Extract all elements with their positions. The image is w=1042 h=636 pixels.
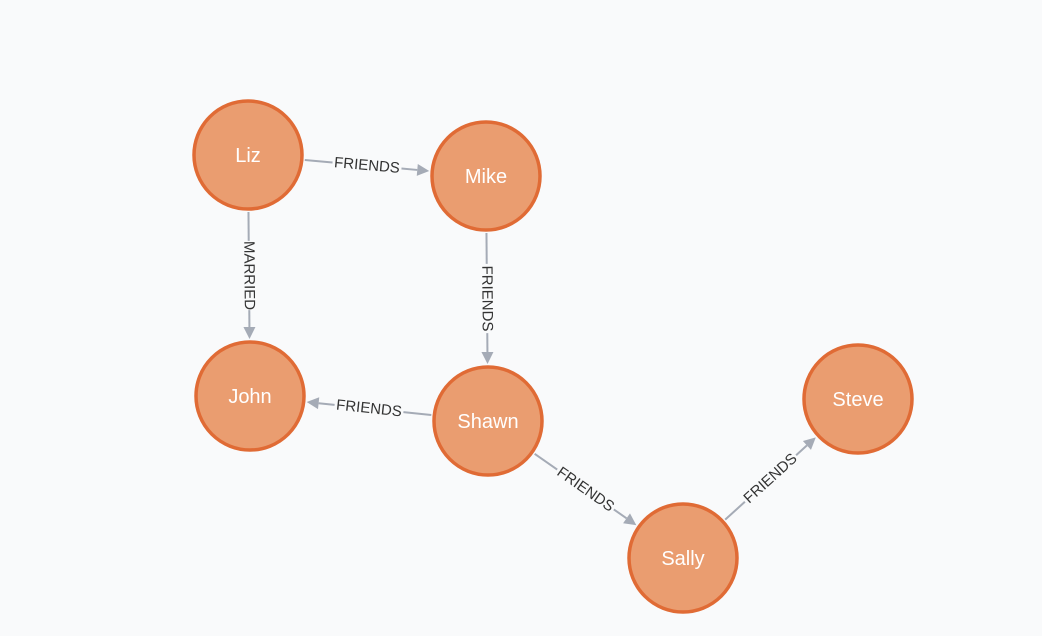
node-john[interactable]: John <box>194 340 306 452</box>
relationship-line-end <box>318 402 335 406</box>
node-label: Liz <box>235 145 261 167</box>
node-mike[interactable]: Mike <box>430 120 542 232</box>
node-circle <box>802 343 914 455</box>
relationship-label: FRIENDS <box>554 464 618 516</box>
relationship-shawn-john[interactable]: FRIENDS <box>306 397 432 421</box>
relationship-label: FRIENDS <box>740 450 800 507</box>
node-circle <box>627 502 739 614</box>
relationship-shawn-sally[interactable]: FRIENDS <box>534 452 637 526</box>
arrowhead-icon <box>306 397 320 410</box>
node-liz[interactable]: Liz <box>192 99 304 211</box>
arrowhead-icon <box>481 351 494 365</box>
relationship-label: FRIENDS <box>478 266 496 332</box>
arrowhead-icon <box>623 513 637 526</box>
node-shawn[interactable]: Shawn <box>432 365 544 477</box>
relationship-sally-steve[interactable]: FRIENDS <box>724 437 816 521</box>
arrowhead-icon <box>802 437 816 450</box>
relationship-mike-shawn[interactable]: FRIENDS <box>478 232 496 365</box>
node-circle <box>192 99 304 211</box>
arrowhead-icon <box>243 326 256 340</box>
node-sally[interactable]: Sally <box>627 502 739 614</box>
node-label: Shawn <box>457 411 518 433</box>
relationship-line-end <box>401 167 418 171</box>
arrowhead-icon <box>416 163 430 176</box>
relationship-line-start <box>724 501 746 521</box>
node-label: Steve <box>832 389 883 411</box>
relationship-label: FRIENDS <box>333 154 400 177</box>
node-steve[interactable]: Steve <box>802 343 914 455</box>
node-circle <box>194 340 306 452</box>
node-circle <box>432 365 544 477</box>
relationship-line-start <box>403 411 432 417</box>
relationship-line-end <box>613 508 628 520</box>
node-label: John <box>228 386 271 408</box>
relationship-label: FRIENDS <box>335 397 402 421</box>
relationship-line-end <box>795 444 808 456</box>
node-label: Mike <box>465 166 507 188</box>
node-circle <box>430 120 542 232</box>
node-label: Sally <box>661 548 704 570</box>
relationship-line-start <box>534 452 558 471</box>
relationship-label: MARRIED <box>240 241 258 310</box>
relationship-liz-john[interactable]: MARRIED <box>240 211 258 340</box>
relationship-liz-mike[interactable]: FRIENDS <box>304 154 430 177</box>
relationship-line-start <box>304 159 333 164</box>
